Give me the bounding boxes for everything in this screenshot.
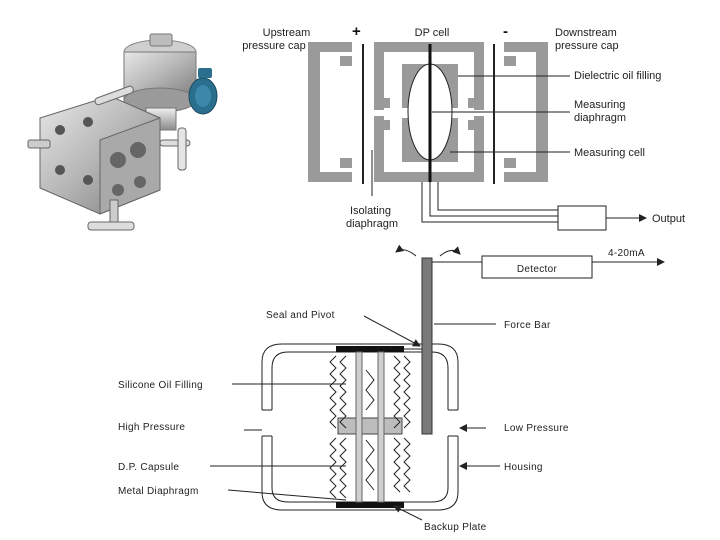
dp-capsule-label: D.P. Capsule [118,462,179,473]
plus-sign: + [352,23,361,40]
dielectric-oil-label: Dielectric oil filling [574,70,661,82]
isolating-diaphragm-line2: diaphragm [346,218,398,230]
backup-plate-label: Backup Plate [424,522,487,533]
downstream-cap-label: Downstream pressure cap [555,27,620,52]
measuring-cell-label: Measuring cell [574,147,645,159]
isolating-diaphragm-line1: Isolating [350,205,391,217]
signal-label: 4-20mA [608,248,645,259]
force-bar-label: Force Bar [504,320,551,331]
measuring-diaphragm-line1: Measuring [574,99,625,111]
dp-cell-label: DP cell [415,27,450,39]
seal-pivot-label: Seal and Pivot [266,310,335,321]
force-balance-diagram: Detector 4-20mA Seal and Pivot Force Bar… [118,244,665,533]
upstream-cap-line2: pressure cap [242,40,306,52]
dp-cell-housing [374,42,484,110]
high-pressure-label: High Pressure [118,422,185,433]
low-pressure-label: Low Pressure [504,423,569,434]
upstream-cap-shape [308,42,352,182]
measuring-diaphragm-line2: diaphragm [574,112,626,124]
transmitter-photo [27,33,218,231]
downstream-cap-shape [504,42,548,182]
detector-label: Detector [517,264,558,275]
silicone-oil-label: Silicone Oil Filling [118,380,203,391]
downstream-cap-line1: Downstream [555,27,617,39]
downstream-cap-line2: pressure cap [555,40,619,52]
upstream-cap-line1: Upstream [263,27,311,39]
upstream-cap-label: Upstream pressure cap [242,27,313,52]
measuring-diaphragm-label: Measuring diaphragm [574,99,628,124]
capacitive-dp-cell-diagram: Upstream pressure cap + DP cell - Downst… [242,23,685,231]
minus-sign: - [503,23,508,40]
output-label: Output [652,213,685,225]
isolating-diaphragm-label: Isolating diaphragm [346,205,398,230]
housing-label: Housing [504,462,543,473]
metal-diaphragm-label: Metal Diaphragm [118,486,199,497]
force-bar-shape [421,257,433,435]
